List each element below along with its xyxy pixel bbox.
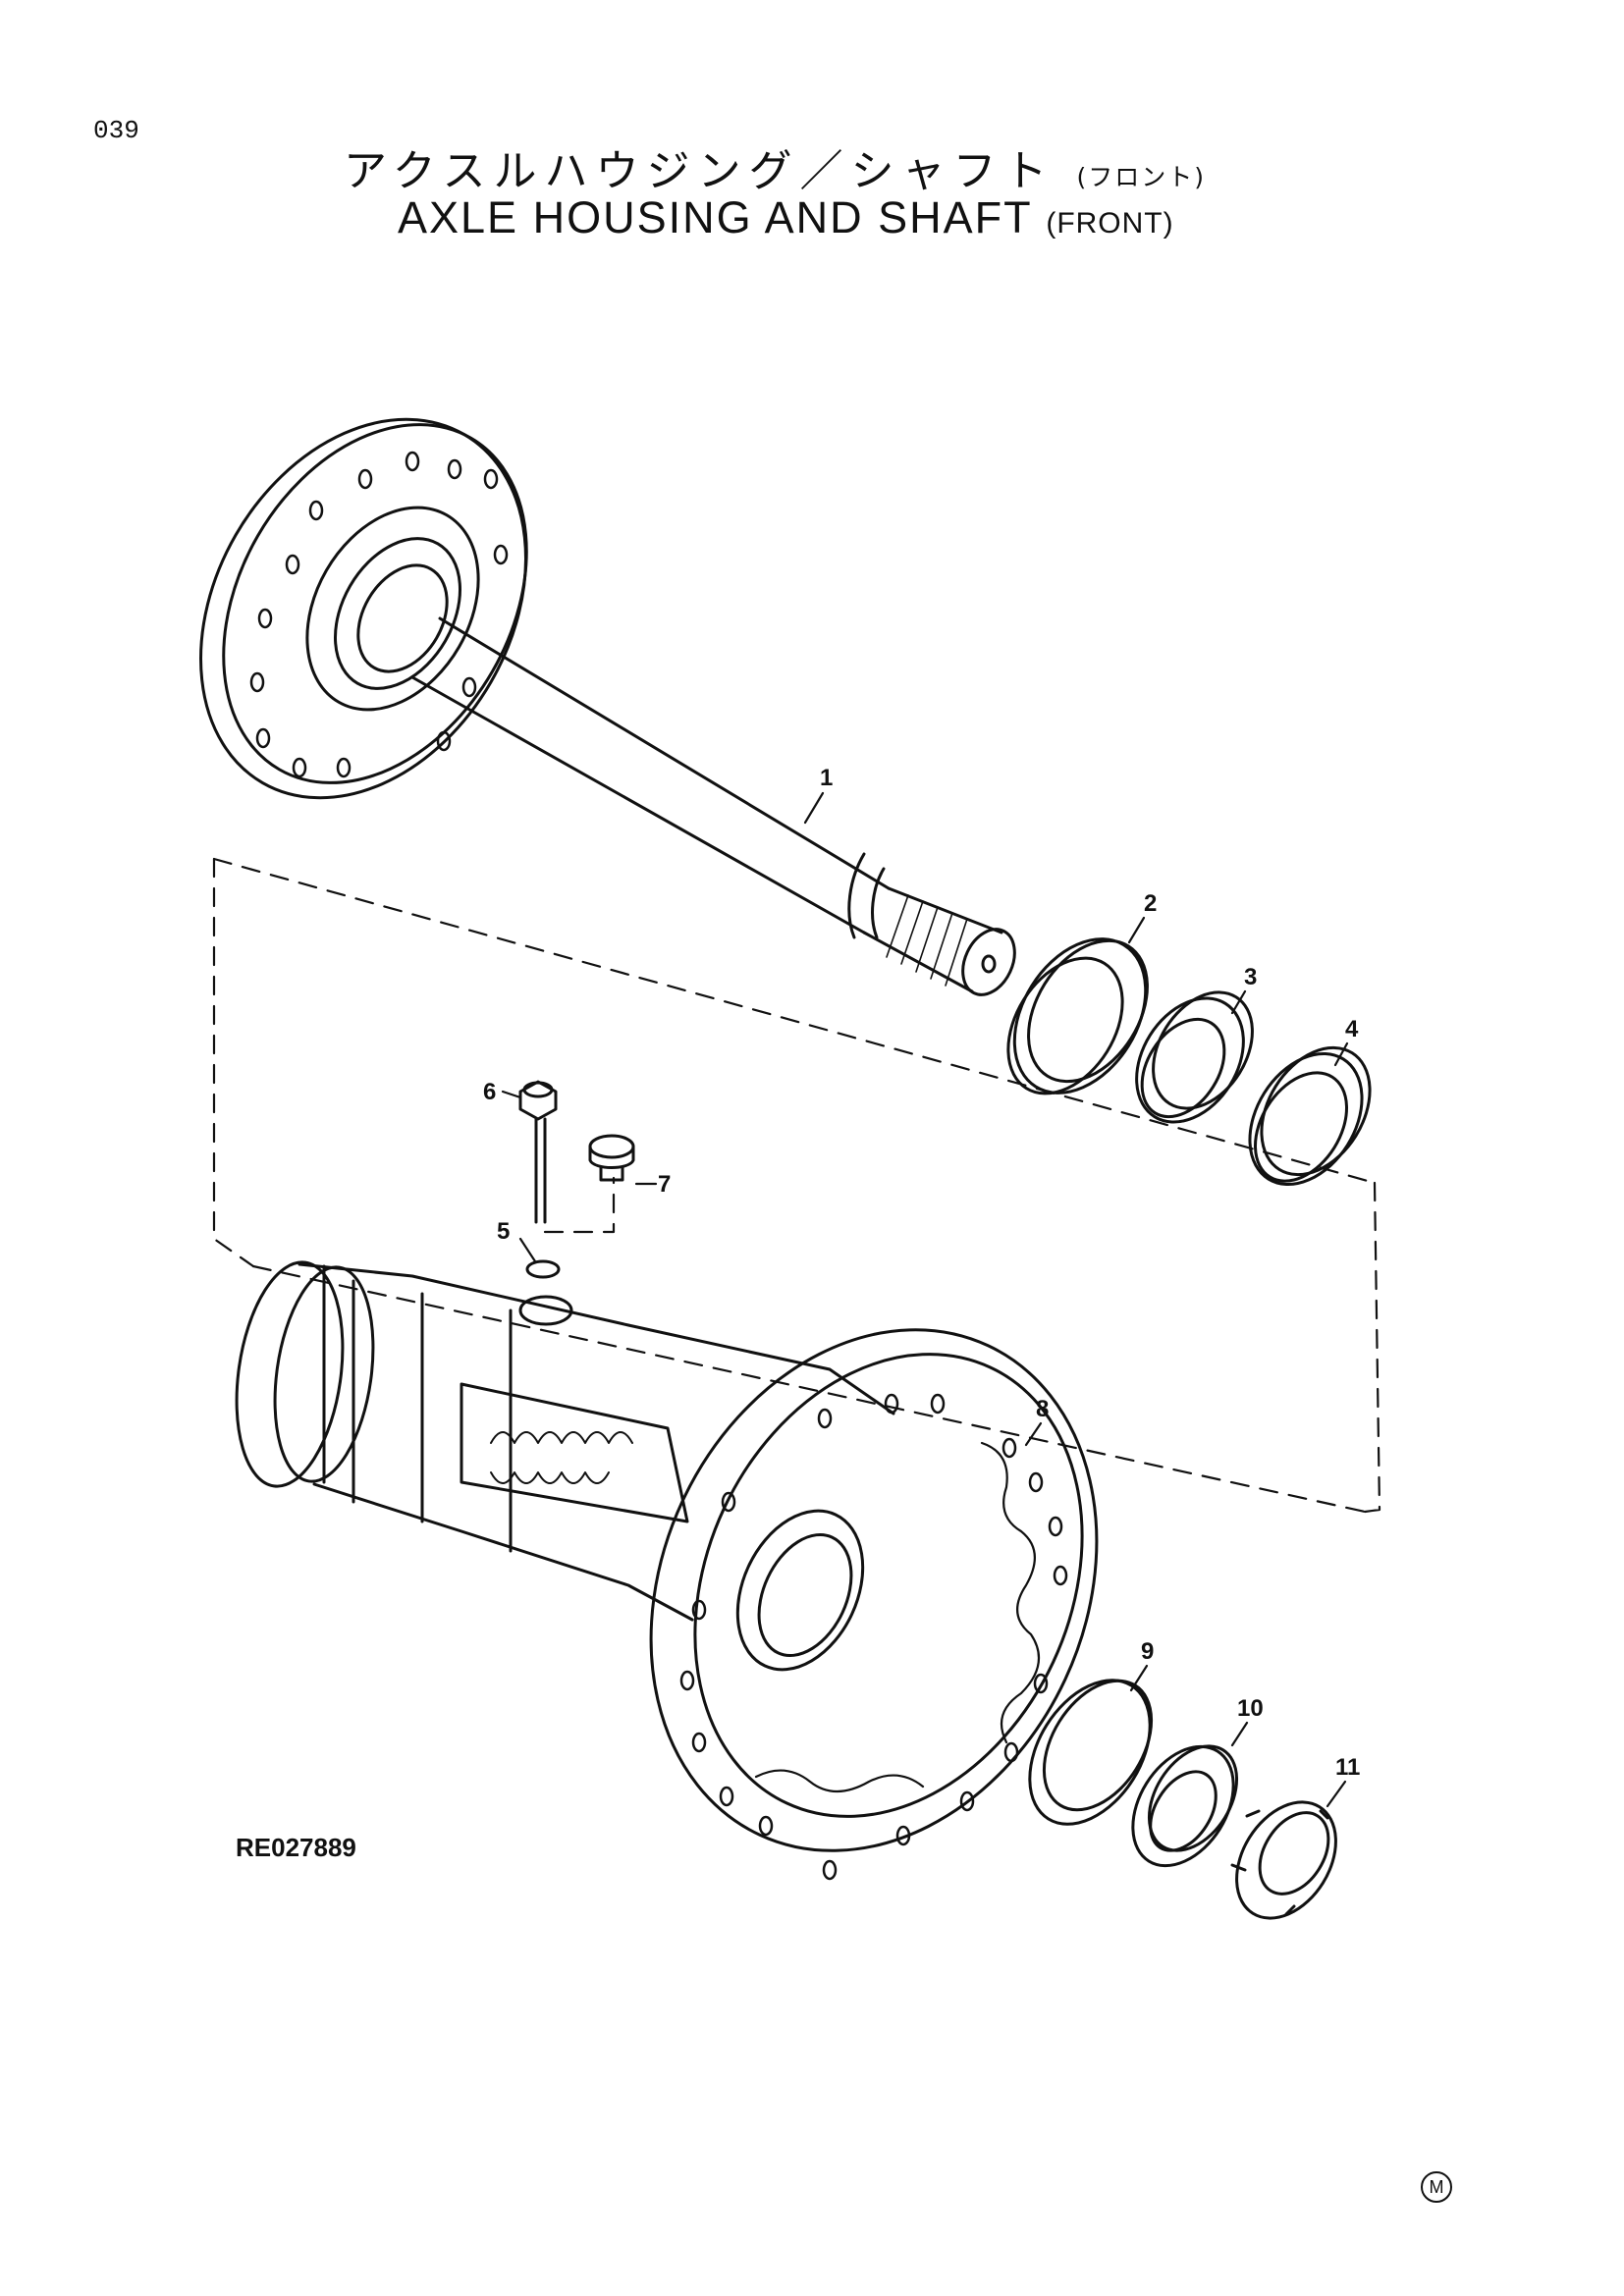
title-japanese-main: アクスルハウジング／シャフト: [344, 146, 1056, 196]
o-ring: [525, 1259, 561, 1279]
callout-11: 11: [1335, 1754, 1360, 1781]
callout-5: 5: [497, 1218, 510, 1245]
shaft-flange-hub: [305, 506, 480, 712]
callout-4: 4: [1345, 1016, 1359, 1042]
lock-nut: [1230, 1800, 1337, 1920]
shaft-flange-hub-inner: [333, 537, 462, 690]
assembly-guide-lines: [212, 857, 1381, 1514]
housing-gear-section: [460, 1382, 689, 1523]
flange-bolt-holes: [249, 451, 509, 778]
title-english: AXLE HOUSING AND SHAFT (FRONT): [398, 192, 1174, 243]
bearing-cup: [1248, 1045, 1372, 1187]
callout-10: 10: [1237, 1695, 1264, 1722]
page-number: 039: [93, 116, 139, 145]
housing-bore: [735, 1509, 865, 1672]
callout-leaders: [501, 791, 1349, 1808]
housing-bore-inner: [757, 1532, 853, 1658]
callout-7: 7: [658, 1171, 671, 1198]
bearing-cone: [1135, 990, 1254, 1124]
shaft-spline-teeth: [886, 894, 968, 987]
shaft-body: [410, 616, 891, 934]
housing-top-ribs: [352, 1279, 513, 1553]
callout-8: 8: [1036, 1396, 1049, 1422]
breather-fitting: [518, 1080, 558, 1224]
shaft-tip: [961, 928, 1016, 996]
plug: [588, 1134, 635, 1182]
shaft-spline-end: [862, 886, 1003, 993]
housing-body-outline: [298, 1262, 895, 1622]
housing-flange: [649, 1328, 1099, 1852]
housing-end-cap: [235, 1260, 345, 1488]
inner-bearing: [1131, 1744, 1239, 1868]
housing-gear-teeth: [490, 1431, 633, 1484]
housing-internal-cavities: [754, 1441, 1041, 1792]
shaft-flange-rim: [222, 423, 528, 784]
title-japanese-sub: (フロント): [1076, 163, 1206, 191]
housing-flange-bolt-holes: [679, 1393, 1068, 1881]
shaft-tip-hole: [981, 954, 997, 974]
title-english-sub: (FRONT): [1046, 207, 1174, 240]
callout-3: 3: [1244, 964, 1257, 990]
axle-shaft: [199, 417, 1016, 996]
title-english-main: AXLE HOUSING AND SHAFT: [398, 192, 1032, 242]
reference-code: RE027889: [236, 1833, 356, 1862]
housing-boss: [518, 1295, 573, 1326]
title-japanese: アクスルハウジング／シャフト (フロント): [344, 135, 1206, 198]
axle-housing: [235, 1260, 1099, 1881]
shaft-flange-bearing: [356, 563, 449, 673]
callout-2: 2: [1144, 890, 1157, 917]
callout-6: 6: [483, 1079, 496, 1105]
callout-9: 9: [1141, 1638, 1154, 1665]
shaft-collar: [847, 852, 886, 939]
callout-1: 1: [820, 765, 833, 791]
seal-ring: [1006, 937, 1149, 1095]
m-mark: M: [1421, 2171, 1452, 2203]
